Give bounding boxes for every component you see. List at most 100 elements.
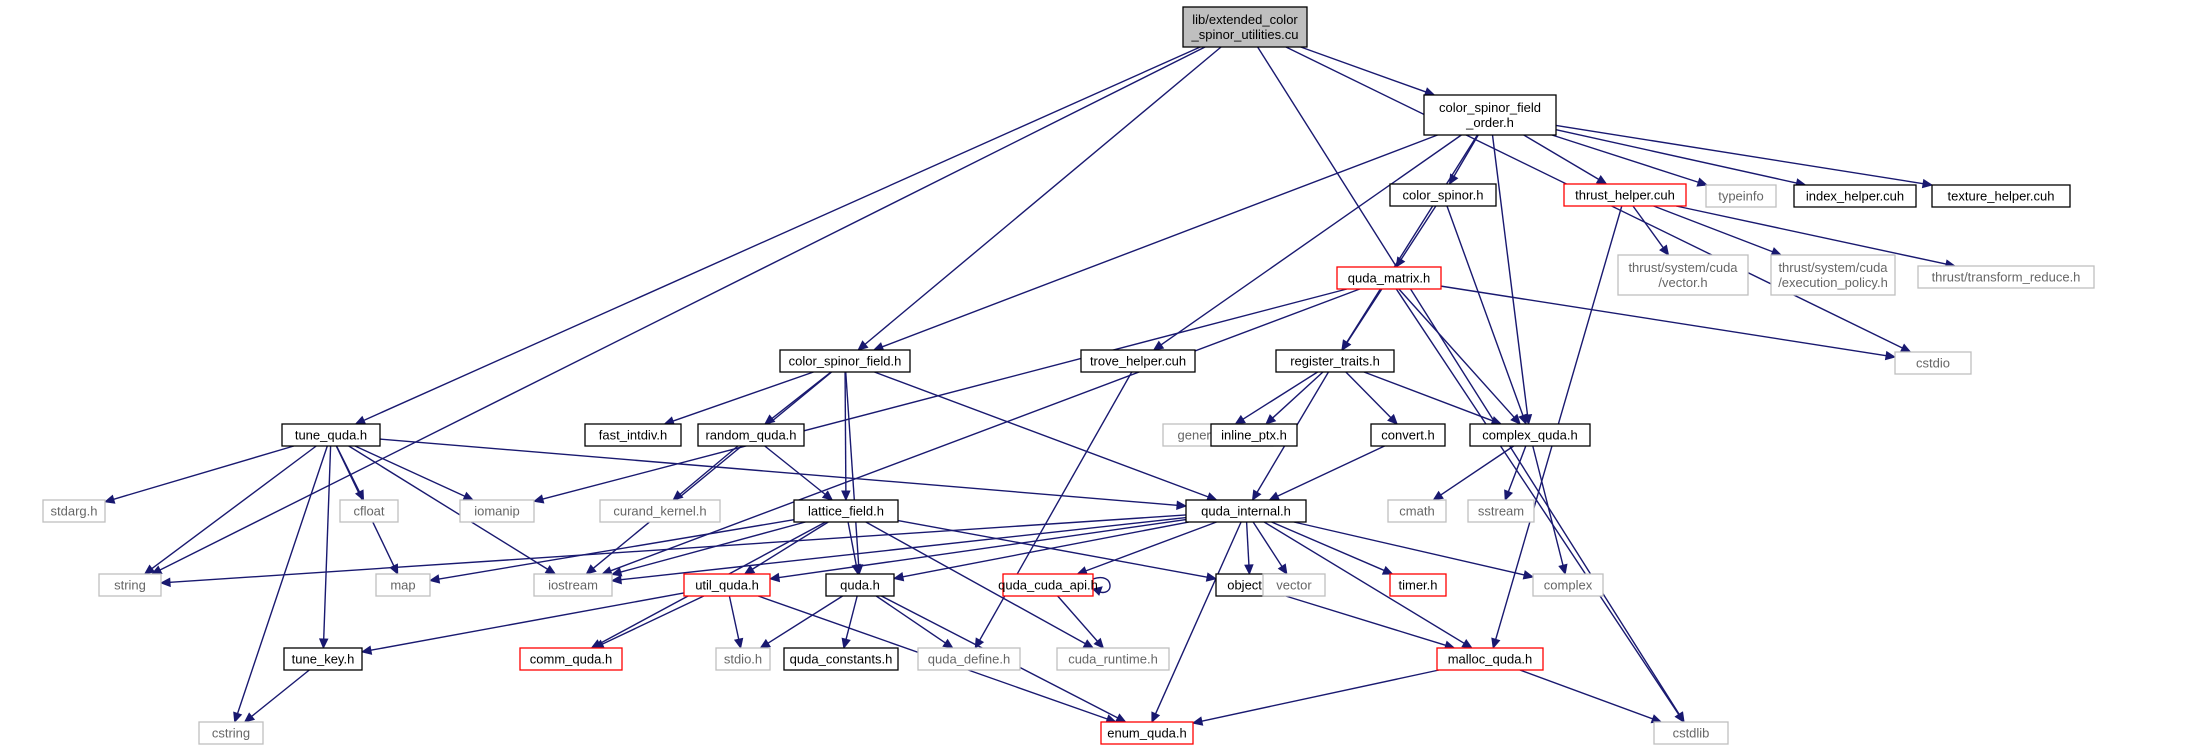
node-quda-define[interactable]: quda_define.h (917, 647, 1021, 671)
node-cuda-runtime[interactable]: cuda_runtime.h (1056, 647, 1170, 671)
edge-tune_quda-to-iostream (348, 445, 548, 570)
edge-quda_internal-to-iostream (620, 516, 1187, 581)
node-label: lattice_field.h (808, 504, 884, 519)
node-root[interactable]: lib/extended_color_spinor_utilities.cu (1182, 6, 1308, 48)
node-cstring[interactable]: cstring (198, 721, 264, 745)
node-cuda-api[interactable]: quda_cuda_api.h (998, 573, 1098, 597)
node-box (683, 573, 771, 597)
node-stdio[interactable]: stdio.h (715, 647, 771, 671)
node-label: quda_matrix.h (1348, 271, 1430, 286)
arrow-complex_quda-to-cmath (1432, 490, 1444, 501)
node-malloc-quda[interactable]: malloc_quda.h (1436, 647, 1544, 671)
edge-csf-to-quda_internal (874, 371, 1209, 498)
node-box (1389, 183, 1497, 207)
node-util-quda[interactable]: util_quda.h (683, 573, 771, 597)
node-index-helper[interactable]: index_helper.cuh (1793, 184, 1917, 208)
node-label: map (390, 578, 415, 593)
arrow-quda_internal-to-complex (1522, 570, 1535, 580)
node-cmath[interactable]: cmath (1387, 499, 1447, 523)
node-thrust-helper[interactable]: thrust_helper.cuh (1563, 183, 1687, 207)
node-iostream[interactable]: iostream (533, 573, 613, 597)
node-complex[interactable]: complex (1532, 573, 1604, 597)
node-box (281, 423, 381, 447)
node-label: trove_helper.cuh (1090, 354, 1186, 369)
node-box (533, 573, 613, 597)
node-label: enum_quda.h (1107, 726, 1187, 741)
node-comm-quda[interactable]: comm_quda.h (519, 647, 623, 671)
edge-quda_matrix-to-regtraits (1346, 288, 1383, 343)
arrow-random_quda-to-curand (672, 490, 684, 501)
node-string[interactable]: string (98, 573, 162, 597)
node-convert[interactable]: convert.h (1370, 423, 1446, 447)
node-lattice[interactable]: lattice_field.h (793, 499, 899, 523)
node-typeinfo[interactable]: typeinfo (1705, 184, 1777, 208)
node-cfloat[interactable]: cfloat (339, 499, 399, 523)
node-curand[interactable]: curand_kernel.h (599, 499, 721, 523)
node-regtraits[interactable]: register_traits.h (1275, 349, 1395, 373)
node-vector[interactable]: vector (1262, 573, 1326, 597)
node-label: cstdio (1916, 356, 1950, 371)
node-label: tune_key.h (292, 652, 355, 667)
edge-object-to-malloc_quda (1283, 594, 1446, 647)
node-ts-reduce[interactable]: thrust/transform_reduce.h (1917, 265, 2095, 289)
node-quda-constants[interactable]: quda_constants.h (783, 647, 899, 671)
arrow-regtraits-to-quda_internal (1251, 489, 1262, 502)
node-box (1467, 499, 1535, 523)
arrow-quda_internal-to-malloc_quda (1461, 638, 1473, 649)
edge-csf-to-lattice (844, 371, 847, 492)
node-box (825, 573, 895, 597)
node-timer[interactable]: timer.h (1389, 573, 1447, 597)
node-texture-helper[interactable]: texture_helper.cuh (1931, 184, 2071, 208)
arrow-color_spinor-to-quda_matrix (1395, 256, 1406, 269)
node-box (1370, 423, 1446, 447)
node-box (339, 499, 399, 523)
arrow-csfo-to-texture_helper (1921, 178, 1934, 189)
node-tune-quda[interactable]: tune_quda.h (281, 423, 381, 447)
node-label: /vector.h (1658, 275, 1707, 290)
edge-tune_quda-to-string (151, 445, 317, 570)
node-box (1917, 265, 2095, 289)
node-complex-quda[interactable]: complex_quda.h (1469, 423, 1591, 447)
node-random-quda[interactable]: random_quda.h (697, 423, 805, 447)
node-ts-exec[interactable]: thrust/system/cuda/execution_policy.h (1770, 254, 1896, 296)
arrow-quda_internal-to-vector (1277, 563, 1288, 576)
node-sstream[interactable]: sstream (1467, 499, 1535, 523)
arrow-cuda_api-to-cuda_runtime (1093, 637, 1105, 649)
node-tune-key[interactable]: tune_key.h (283, 647, 363, 671)
node-box (1389, 573, 1447, 597)
edge-quda_h-to-quda_constants (845, 595, 858, 640)
edge-root-to-csfo (1300, 46, 1427, 93)
node-label: thrust/system/cuda (1778, 260, 1888, 275)
edge-csfo-to-trove (1160, 134, 1462, 346)
arrow-regtraits-to-generics (1234, 414, 1246, 425)
node-fast-intdiv[interactable]: fast_intdiv.h (584, 423, 682, 447)
node-inline-ptx[interactable]: inline_ptx.h (1210, 423, 1298, 447)
node-quda-internal[interactable]: quda_internal.h (1185, 499, 1307, 523)
arrow-tune_quda-to-cfloat (354, 489, 365, 502)
node-box (1100, 721, 1194, 745)
node-box (1653, 721, 1729, 745)
node-csfo[interactable]: color_spinor_field_order.h (1423, 94, 1557, 136)
node-label: lib/extended_color (1192, 12, 1298, 27)
node-color-spinor[interactable]: color_spinor.h (1389, 183, 1497, 207)
arrow-quda_matrix-to-cstdlib (1674, 711, 1685, 724)
node-label: quda_define.h (928, 652, 1010, 667)
node-label: thrust/system/cuda (1628, 260, 1738, 275)
node-map[interactable]: map (375, 573, 431, 597)
node-csf[interactable]: color_spinor_field.h (779, 349, 911, 373)
node-box (459, 499, 535, 523)
edge-csfo-to-index_helper (1555, 128, 1797, 184)
node-cstdlib[interactable]: cstdlib (1653, 721, 1729, 745)
node-cstdio[interactable]: cstdio (1894, 351, 1972, 375)
edge-lattice-to-util_quda (751, 521, 829, 570)
node-iomanip[interactable]: iomanip (459, 499, 535, 523)
node-quda-h[interactable]: quda.h (825, 573, 895, 597)
node-quda-matrix[interactable]: quda_matrix.h (1336, 266, 1442, 290)
node-stdarg[interactable]: stdarg.h (42, 499, 106, 523)
edge-tune_key-to-cstring (251, 669, 310, 717)
node-trove[interactable]: trove_helper.cuh (1080, 349, 1196, 373)
node-enum-quda[interactable]: enum_quda.h (1100, 721, 1194, 745)
arrow-quda_internal-to-object (1244, 564, 1254, 576)
node-ts-vector[interactable]: thrust/system/cuda/vector.h (1617, 254, 1749, 296)
edge-root-to-cstdlib (1257, 46, 1680, 715)
